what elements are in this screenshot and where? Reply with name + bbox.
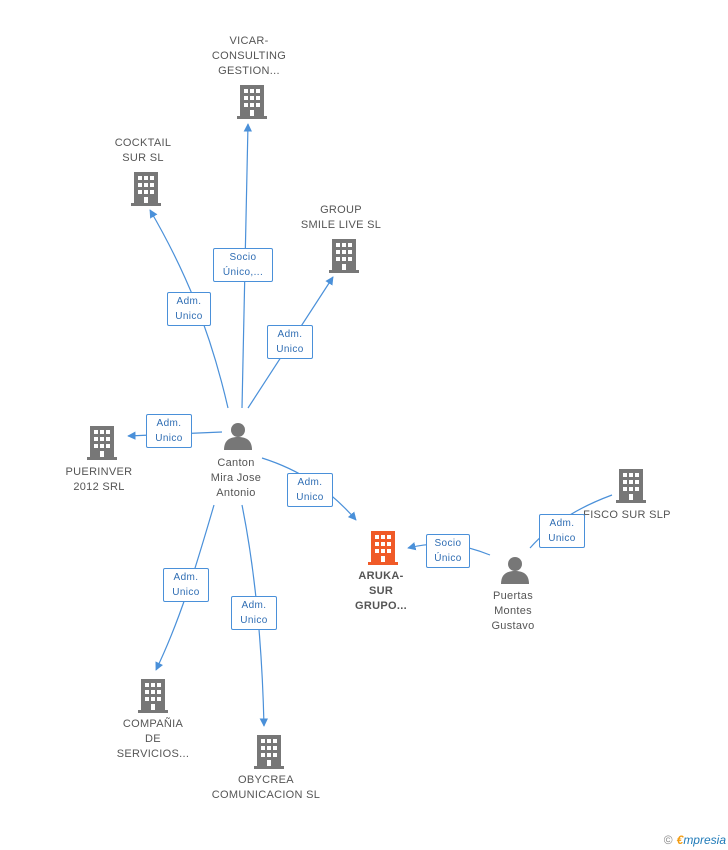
edge-label-line: Único: [434, 553, 462, 564]
node-label-line: PUERINVER: [65, 466, 133, 478]
node-label-line: COMUNICACION SL: [211, 789, 321, 801]
edge-label-line: Adm.: [297, 477, 323, 488]
edge-label-canton-aruka[interactable]: Adm. Unico: [287, 473, 333, 507]
node-aruka-label[interactable]: ARUKA- SUR GRUPO...: [306, 569, 456, 614]
node-puerinver-label[interactable]: PUERINVER 2012 SRL: [24, 465, 174, 495]
edge-label-line: Unico: [548, 533, 576, 544]
vicar-building-icon: [237, 85, 267, 119]
brand-name: mpresia: [683, 833, 726, 847]
node-label-line: Puertas: [492, 590, 533, 602]
edge-label-line: Unico: [240, 615, 268, 626]
node-label-line: Antonio: [216, 487, 256, 499]
node-label-line: SERVICIOS...: [116, 748, 190, 760]
node-label-line: SUR SL: [122, 152, 164, 164]
node-label-line: FISCO SUR SLP: [583, 509, 671, 521]
node-vicar-label[interactable]: VICAR- CONSULTING GESTION...: [174, 34, 324, 79]
node-group-smile-label[interactable]: GROUP SMILE LIVE SL: [266, 203, 416, 233]
edge-label-canton-cocktail[interactable]: Adm. Unico: [167, 292, 211, 326]
edge-label-canton-puerinver[interactable]: Adm. Unico: [146, 414, 192, 448]
node-label-line: Canton: [217, 457, 255, 469]
node-label-line: 2012 SRL: [73, 481, 125, 493]
compania-building-icon: [138, 679, 168, 713]
obycrea-building-icon: [254, 735, 284, 769]
node-label-line: SMILE LIVE SL: [300, 219, 382, 231]
puertas-person-icon: [501, 557, 529, 584]
puerinver-building-icon: [87, 426, 117, 460]
node-label-line: Mira Jose: [210, 472, 262, 484]
edge-label-canton-group[interactable]: Adm. Unico: [267, 325, 313, 359]
node-obycrea-label[interactable]: OBYCREA COMUNICACION SL: [191, 773, 341, 803]
fisco-building-icon: [616, 469, 646, 503]
brand-initial: €: [676, 833, 684, 847]
node-label-line: SUR: [368, 585, 394, 597]
edge-label-line: Adm.: [156, 418, 182, 429]
node-label-line: COMPAÑIA: [122, 718, 184, 730]
edge-label-puertas-aruka[interactable]: Socio Único: [426, 534, 470, 568]
node-label-line: ARUKA-: [358, 570, 404, 582]
node-label-line: GESTION...: [218, 65, 280, 77]
cocktail-building-icon: [131, 172, 161, 206]
edge-label-line: Unico: [172, 587, 200, 598]
node-cocktail-label[interactable]: COCKTAIL SUR SL: [68, 136, 218, 166]
edge-label-line: Adm.: [241, 600, 267, 611]
edge-label-line: Adm.: [173, 572, 199, 583]
node-puertas-label[interactable]: Puertas Montes Gustavo: [438, 589, 588, 634]
edge-label-canton-compania[interactable]: Adm. Unico: [163, 568, 209, 602]
edge-label-line: Socio: [434, 538, 462, 549]
node-label-line: OBYCREA: [238, 774, 294, 786]
node-label-line: DE: [145, 733, 161, 745]
edge-label-line: Unico: [296, 492, 324, 503]
node-label-line: GRUPO...: [355, 600, 407, 612]
canton-person-icon: [224, 423, 252, 450]
edge-label-canton-obycrea[interactable]: Adm. Unico: [231, 596, 277, 630]
edge-label-canton-vicar[interactable]: Socio Único,...: [213, 248, 273, 282]
node-canton-label[interactable]: Canton Mira Jose Antonio: [161, 456, 311, 501]
edge-label-puertas-fisco[interactable]: Adm. Unico: [539, 514, 585, 548]
group-smile-building-icon: [329, 239, 359, 273]
node-label-line: COCKTAIL: [114, 137, 172, 149]
node-label-line: Montes: [494, 605, 532, 617]
edge-label-line: Unico: [155, 433, 183, 444]
edge-label-line: Adm.: [549, 518, 575, 529]
edge-label-line: Unico: [276, 344, 304, 355]
edge-label-line: Único,...: [222, 267, 264, 278]
node-label-line: VICAR-: [229, 35, 269, 47]
empresia-watermark: ©€mpresia: [664, 833, 726, 847]
node-label-line: GROUP: [320, 204, 362, 216]
node-fisco-label[interactable]: FISCO SUR SLP: [552, 508, 702, 523]
node-label-line: CONSULTING: [211, 50, 287, 62]
copyright-symbol: ©: [663, 833, 673, 847]
edge-label-line: Socio: [229, 252, 257, 263]
aruka-building-icon: [368, 531, 398, 565]
edge-label-line: Unico: [175, 311, 203, 322]
edge-label-line: Adm.: [277, 329, 303, 340]
edge-label-line: Adm.: [176, 296, 202, 307]
node-label-line: Gustavo: [491, 620, 535, 632]
node-compania-label[interactable]: COMPAÑIA DE SERVICIOS...: [78, 717, 228, 762]
